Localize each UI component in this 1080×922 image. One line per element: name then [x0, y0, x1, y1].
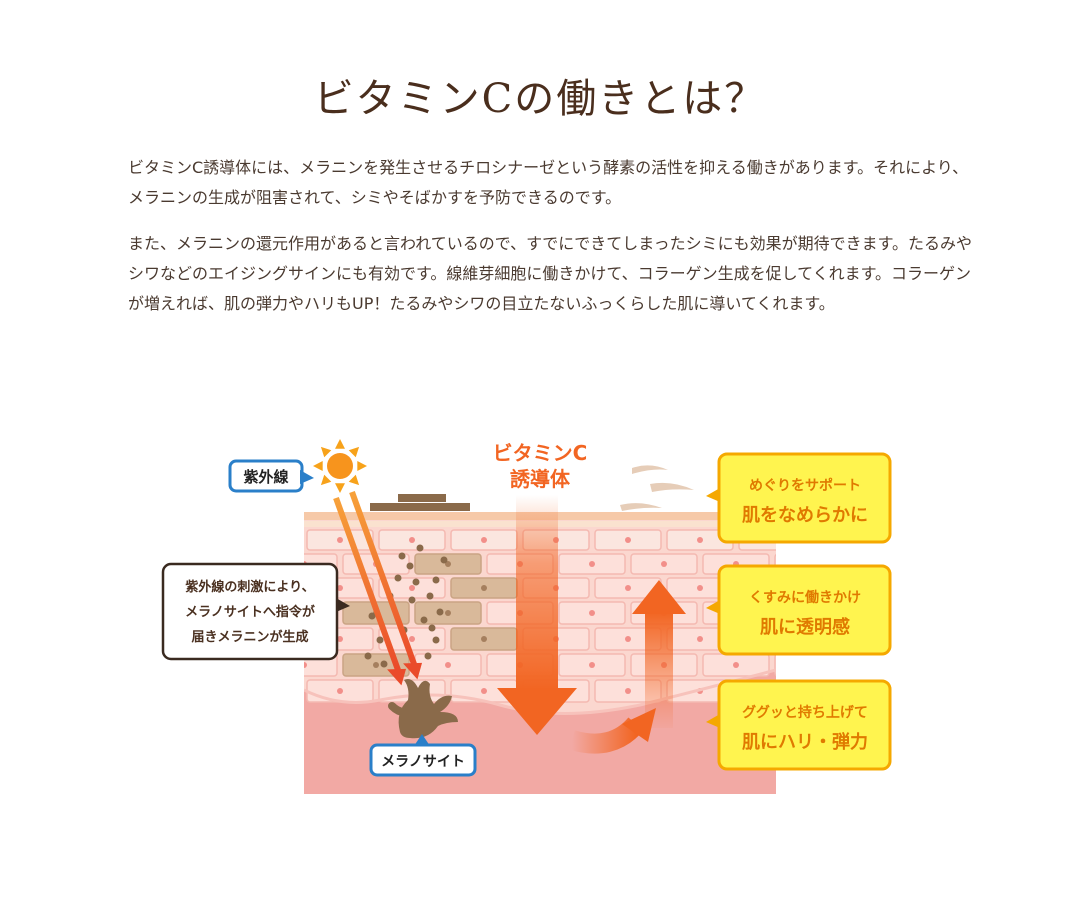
melanin-dot — [416, 544, 424, 552]
melanocyte-label: メラノサイト — [381, 754, 465, 770]
melanin-dot — [428, 624, 436, 632]
sun-ray — [335, 439, 345, 449]
cell-nucleus — [409, 585, 415, 591]
cell-nucleus — [697, 585, 703, 591]
sun-ray — [357, 461, 367, 471]
sun-ray — [348, 446, 360, 458]
cell-nucleus — [445, 561, 451, 567]
cell-nucleus — [625, 585, 631, 591]
uv-callout: 紫外線の刺激により、 メラノサイトへ指令が 届きメラニンが生成 — [161, 562, 350, 661]
uv-label-badge: 紫外線 — [228, 459, 314, 493]
melanin-dot — [406, 562, 414, 570]
benefit-callout-2: くすみに働きかけ 肌に透明感 — [706, 564, 892, 656]
melanin-dot — [424, 652, 432, 660]
benefit-2-line2: 肌に透明感 — [760, 616, 850, 638]
benefit-1-line2: 肌をなめらかに — [742, 505, 868, 526]
benefit-1-line1: めぐりをサポート — [749, 477, 861, 494]
melanin-dot — [408, 596, 416, 604]
melanin-dot — [380, 660, 388, 668]
cell-nucleus — [445, 662, 451, 668]
melanin-dot — [432, 576, 440, 584]
cell-nucleus — [481, 636, 487, 642]
sun-ray — [320, 446, 332, 458]
uv-label: 紫外線 — [243, 468, 288, 486]
lift-up-arrow — [632, 580, 686, 728]
melanin-dot — [398, 552, 406, 560]
melanin-dot — [364, 652, 372, 660]
cell-nucleus — [337, 636, 343, 642]
uv-callout-line3: 届きメラニンが生成 — [191, 629, 308, 645]
melanin-dot — [436, 608, 444, 616]
sun-icon — [313, 439, 367, 493]
cell-nucleus — [445, 610, 451, 616]
melanin-dot — [394, 574, 402, 582]
cell-nucleus — [733, 662, 739, 668]
melanin-dot — [420, 616, 428, 624]
benefit-callout-3: ググッと持ち上げて 肌にハリ・弾力 — [706, 679, 892, 771]
uv-callout-line2: メラノサイトへ指令が — [185, 604, 315, 620]
cell-nucleus — [304, 662, 307, 668]
melanin-dot — [412, 578, 420, 586]
cell-nucleus — [409, 537, 415, 543]
cell-nucleus — [589, 662, 595, 668]
sun-ray — [348, 474, 360, 486]
sun-ray — [335, 483, 345, 493]
cell-nucleus — [589, 561, 595, 567]
intro-paragraph-1: ビタミンC誘導体には、メラニンを発生させるチロシナーゼという酵素の活性を抑える働… — [128, 158, 969, 207]
benefit-2-line1: くすみに働きかけ — [749, 589, 861, 606]
sun-core — [327, 453, 353, 479]
cell-nucleus — [805, 662, 811, 668]
melanin-dot — [426, 592, 434, 600]
benefit-3-line2: 肌にハリ・弾力 — [742, 731, 868, 753]
cell-nucleus — [409, 636, 415, 642]
cell-nucleus — [625, 688, 631, 694]
benefit-3-line1: ググッと持ち上げて — [742, 704, 868, 721]
cell-nucleus — [481, 585, 487, 591]
melanin-dot — [432, 636, 440, 644]
melanin-dot — [368, 612, 376, 620]
benefit-callout-1: めぐりをサポート 肌をなめらかに — [706, 452, 892, 544]
uv-callout-line1: 紫外線の刺激により、 — [185, 579, 314, 595]
cell-nucleus — [697, 537, 703, 543]
cell-nucleus — [661, 561, 667, 567]
cell-nucleus — [481, 537, 487, 543]
flaking-cells — [370, 465, 694, 511]
melanin-dot — [440, 556, 448, 564]
cell-nucleus — [589, 610, 595, 616]
sun-ray — [320, 474, 332, 486]
uv-rays — [333, 490, 423, 686]
melanin-dot — [376, 636, 384, 644]
cell-nucleus — [481, 688, 487, 694]
cell-nucleus — [337, 585, 343, 591]
cell-nucleus — [625, 537, 631, 543]
page-title: ビタミンCの働きとは？ — [313, 76, 767, 122]
melanocyte-label-badge: メラノサイト — [369, 734, 477, 777]
vitamin-c-label-line2: 誘導体 — [510, 467, 571, 491]
cell-nucleus — [373, 662, 379, 668]
cell-nucleus — [697, 636, 703, 642]
cell-nucleus — [337, 537, 343, 543]
skin-cell — [774, 653, 776, 677]
intro-paragraph-2: また、メラニンの還元作用があると言われているので、すでにできてしまったシミにも効… — [128, 234, 973, 313]
cell-nucleus — [337, 688, 343, 694]
vitamin-c-down-arrow — [497, 495, 577, 735]
sun-ray — [313, 461, 323, 471]
vitamin-c-label-line1: ビタミンC — [493, 441, 588, 465]
cell-nucleus — [625, 636, 631, 642]
melanocyte — [388, 679, 458, 739]
